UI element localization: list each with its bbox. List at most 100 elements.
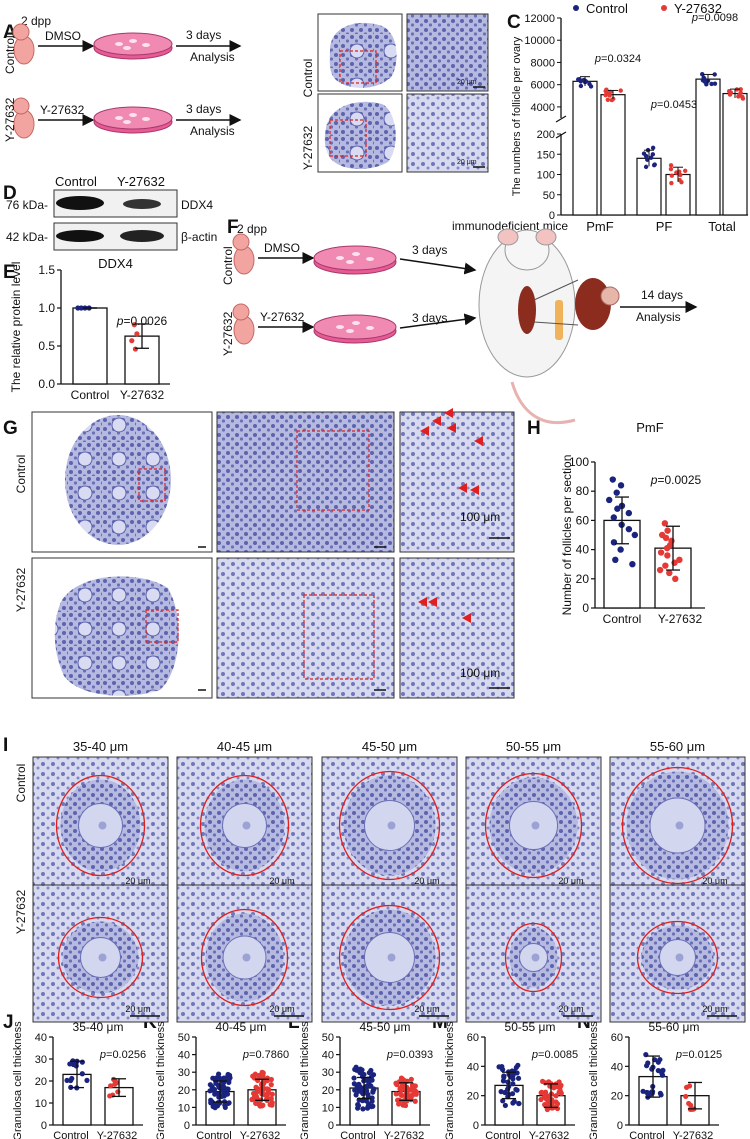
data-point	[510, 1100, 516, 1106]
data-point	[700, 71, 705, 77]
data-point	[617, 546, 624, 553]
lane-label-control: Control	[55, 174, 97, 189]
panel-b: Control Y-27632 20 μm 20 μm	[301, 13, 489, 173]
data-point	[544, 1106, 550, 1113]
data-point	[210, 1103, 216, 1110]
data-point	[252, 1094, 258, 1101]
y-tick-label: 40	[467, 1061, 479, 1073]
data-point	[542, 1080, 548, 1086]
x-tick-label: Control	[196, 1130, 231, 1139]
panel-letter-g: G	[3, 418, 18, 439]
p-value: p=0.0085	[531, 1049, 578, 1061]
data-point	[360, 1106, 366, 1112]
y-tick-label: 10	[322, 1102, 334, 1114]
scalebar-label: 20 μm	[457, 159, 477, 166]
data-point	[207, 1082, 213, 1088]
data-point	[645, 1060, 651, 1066]
data-point	[668, 166, 674, 172]
y-tick-label: 10	[178, 1102, 190, 1114]
vehicle-label: DMSO	[45, 29, 81, 43]
y-axis-label: Granulosa cell thickness	[588, 1021, 600, 1139]
data-point	[663, 544, 671, 552]
data-point	[612, 556, 619, 564]
x-tick-label: Y-27632	[240, 1130, 281, 1139]
group-label-treatment: Y-27632	[14, 568, 28, 613]
follicle-arrows	[418, 597, 471, 623]
data-point	[396, 1101, 402, 1107]
data-point	[545, 1100, 552, 1106]
scalebar-label: 20 μm	[702, 876, 727, 886]
host-label: immunodeficient mice	[452, 219, 568, 233]
nucleus	[531, 953, 540, 962]
bar	[636, 157, 662, 216]
data-point	[259, 1103, 265, 1109]
data-point	[368, 1067, 374, 1074]
scalebar-label: 20 μm	[414, 876, 439, 886]
panel-letter-e: E	[3, 262, 16, 283]
chart-title: 50-55 μm	[505, 1020, 556, 1034]
marker-name: β-actin	[181, 230, 217, 244]
nucleus	[98, 821, 107, 830]
y-tick-label: 50	[178, 1032, 190, 1044]
x-tick-label: Y-27632	[673, 1130, 714, 1139]
data-point	[215, 1075, 222, 1082]
mouse-illustration	[478, 228, 620, 425]
y-tick-label: 0	[328, 1120, 334, 1132]
y-tick-label: 100	[569, 455, 589, 469]
data-point	[501, 1073, 507, 1079]
panel-letter-a: A	[3, 22, 17, 43]
y-tick-label: 0	[549, 210, 555, 222]
data-point	[498, 1089, 504, 1095]
y-tick-label: 20	[178, 1085, 190, 1097]
data-point	[740, 96, 746, 101]
data-point	[220, 1086, 226, 1092]
data-point	[643, 153, 649, 159]
data-point	[676, 556, 683, 564]
x-tick-label: Control	[603, 612, 642, 626]
data-point	[683, 1093, 689, 1100]
data-point	[686, 1083, 693, 1089]
data-point	[666, 569, 673, 577]
data-point	[360, 1091, 366, 1097]
y-tick-label: 0	[582, 601, 589, 615]
data-point	[268, 1076, 274, 1083]
data-point	[538, 1090, 544, 1096]
marker-kda: 42 kDa-	[6, 230, 48, 244]
data-point	[662, 562, 669, 569]
y-tick-label: 20	[611, 1091, 623, 1103]
duration-label: 3 days	[412, 311, 447, 325]
data-point	[510, 1081, 516, 1087]
data-point	[207, 1088, 213, 1094]
chart-title: 35-40 μm	[73, 1020, 124, 1034]
follicle-outline	[621, 766, 734, 885]
data-point	[669, 180, 674, 186]
data-point	[603, 88, 608, 94]
data-point	[407, 1087, 413, 1093]
data-point	[668, 163, 674, 168]
drug-label: Y-27632	[40, 103, 85, 117]
endpoint-label: Analysis	[190, 124, 235, 138]
data-point	[351, 1075, 357, 1081]
data-point	[702, 79, 708, 84]
data-point	[662, 534, 670, 542]
y-axis-label: Granulosa cell thickness	[155, 1021, 167, 1139]
y-tick-label: 30	[322, 1067, 334, 1079]
data-point	[669, 173, 675, 178]
group-label-control: Control	[301, 59, 315, 98]
lane-label-treatment: Y-27632	[117, 174, 165, 189]
data-point	[625, 509, 633, 517]
p-value: p=0.7860	[242, 1049, 289, 1061]
data-point	[648, 155, 654, 160]
data-point	[661, 520, 669, 527]
ovary-section	[65, 415, 171, 545]
x-tick-label: Y-27632	[120, 388, 165, 402]
data-point	[631, 531, 639, 539]
x-tick-label: Control	[71, 388, 110, 402]
scalebar-label: 20 μm	[558, 876, 583, 886]
data-point	[134, 331, 140, 337]
arrow-marker	[432, 416, 441, 426]
size-bin-label: 40-45 μm	[217, 739, 272, 754]
